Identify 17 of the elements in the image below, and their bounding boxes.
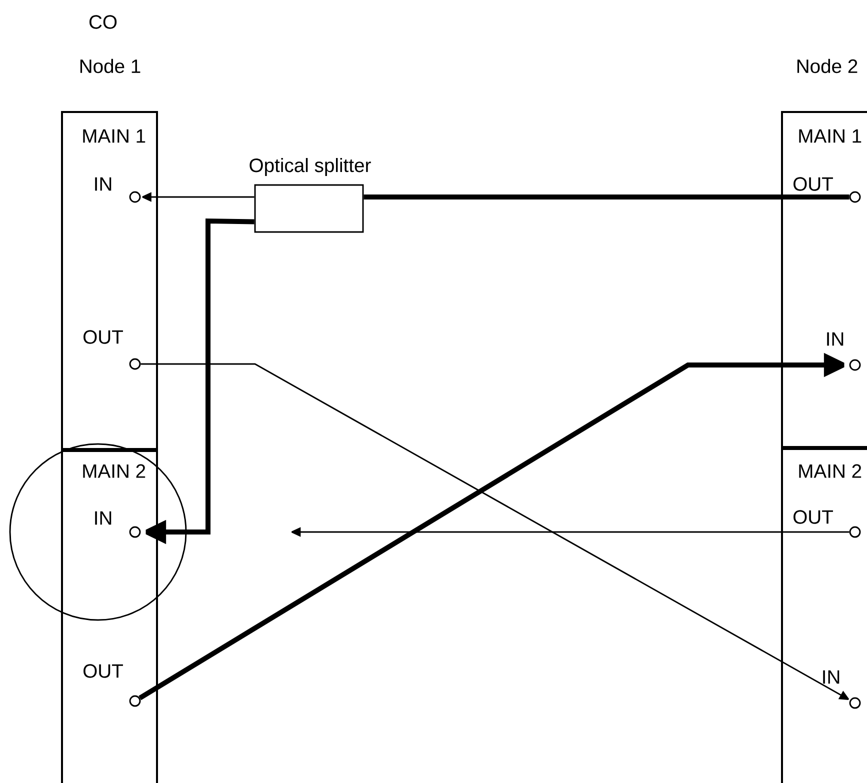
section-label: MAIN 2 — [799, 464, 862, 478]
site-label: CO — [89, 15, 117, 29]
node-heading: Node 2 — [797, 58, 858, 74]
splitter-label: Optical splitter — [250, 158, 371, 176]
port-label: IN — [827, 332, 844, 346]
connector-arrow — [144, 218, 254, 544]
port-label: OUT — [84, 664, 123, 678]
section-label: MAIN 1 — [83, 129, 146, 143]
port-label: OUT — [794, 177, 833, 191]
port-label: IN — [823, 670, 840, 684]
port-label: OUT — [84, 330, 123, 344]
section-label: MAIN 2 — [83, 464, 146, 478]
node-heading: Node 1 — [80, 58, 140, 74]
section-label: MAIN 1 — [799, 129, 862, 143]
port-label: IN — [95, 511, 112, 525]
port-label: IN — [95, 177, 112, 191]
port-label: OUT — [794, 510, 833, 524]
